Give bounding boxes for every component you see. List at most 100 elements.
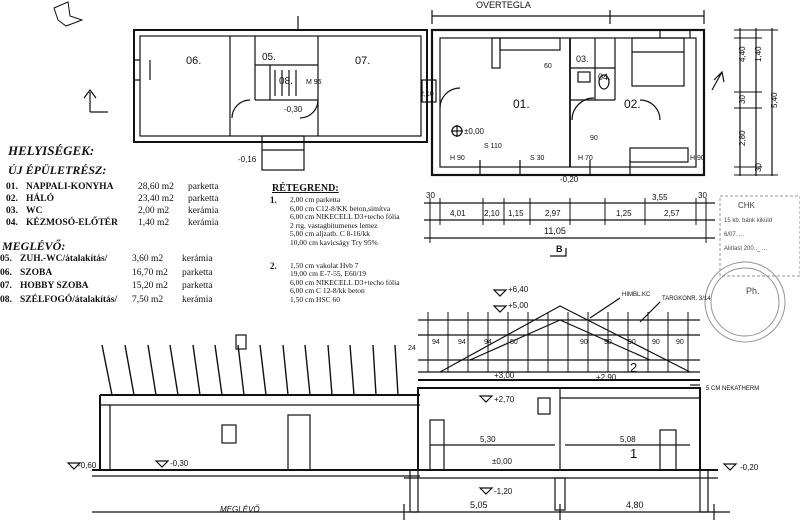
- opening-label: 60: [544, 63, 552, 70]
- room-legend-no: 01.: [6, 182, 18, 192]
- plan-top-label: OVERTEGLA: [476, 0, 531, 10]
- section-level: +2,90: [596, 373, 617, 382]
- room-legend-floor: kerámia: [182, 294, 213, 305]
- layer-line: 6,00 cm NIKECELL D3+techo fólia: [290, 277, 400, 287]
- section-dim: 4,80: [626, 500, 644, 510]
- stamp-text: 15 kb. bánk kiküld: [724, 218, 772, 224]
- floor-plan: [83, 10, 778, 257]
- room-legend-no: 04.: [6, 218, 18, 228]
- dim-right: 2,80: [738, 130, 747, 146]
- rafter-label: 94: [458, 339, 466, 346]
- level-mark: -0,20: [560, 175, 579, 184]
- section-level: -1,20: [494, 487, 513, 496]
- layer-group-number: 2.: [270, 260, 277, 271]
- room-label-04: 04.: [598, 72, 611, 82]
- corner-logo: [53, 1, 84, 27]
- room-legend-floor: parketta: [182, 281, 213, 291]
- opening-label: 2,10: [420, 91, 434, 98]
- room-legend-area: 23,40 m2: [138, 194, 174, 204]
- level-mark: ±0,00: [464, 127, 485, 136]
- layer-line: 1,50 cm vakolat Hvb 7: [290, 260, 359, 270]
- room-legend-area: 1,40 m2: [138, 218, 170, 228]
- dim-right: 1,40: [754, 46, 763, 62]
- legend-new-heading: ÚJ ÉPÜLETRÉSZ:: [8, 163, 107, 177]
- zone-number: 1: [630, 446, 637, 461]
- rafter-label: 50: [510, 339, 518, 346]
- layer-line: 1,50 cm HSC 60: [290, 295, 341, 304]
- section-dim: 5,05: [470, 500, 488, 510]
- room-legend-name: HÁLÓ: [26, 194, 54, 204]
- dim-right: 30: [754, 163, 763, 172]
- section-note: 5 CM NEKATHERM: [706, 386, 759, 392]
- dim-bottom: 30: [698, 191, 707, 200]
- section-level: ±0,00: [492, 457, 513, 466]
- room-legend-area: 28,60 m2: [138, 182, 174, 192]
- room-legend-name: WC: [26, 206, 43, 216]
- opening-label: H 90: [690, 155, 705, 162]
- layer-line: 6,00 cm C12-8/KK beton,simítva: [290, 203, 391, 213]
- opening-label: S 30: [530, 155, 545, 162]
- layer-line: 19,00 cm E-7-55, E60/19: [290, 269, 367, 279]
- dim-total: 11,05: [544, 226, 566, 236]
- room-legend-no: 03.: [6, 206, 18, 216]
- dim-right: 4,40: [738, 46, 747, 62]
- dim-bottom: 2,57: [664, 209, 680, 218]
- dim-bottom: 1,25: [616, 209, 632, 218]
- dim-bottom: 3,55: [652, 193, 668, 202]
- dim-bottom: 30: [426, 191, 435, 200]
- rafter-label: 90: [628, 339, 636, 346]
- section-view: [66, 289, 738, 520]
- rafter-label: 90: [604, 339, 612, 346]
- dim-bottom: 2,97: [545, 209, 561, 218]
- room-legend-name: ZUH.-WC/átalakítás/: [20, 254, 108, 264]
- legend-title: HELYISÉGEK:: [8, 143, 95, 158]
- opening-label: M 95: [306, 79, 322, 86]
- legend-existing-heading: MEGLÉVŐ:: [2, 239, 66, 253]
- stamp-text: Alirlast 200.._ ...: [724, 246, 767, 252]
- rafter-label: 94: [432, 339, 440, 346]
- room-legend-name: HOBBY SZOBA: [20, 281, 89, 291]
- room-legend-name: SZÉLFOGÓ/átalakítás/: [20, 294, 118, 305]
- room-legend-floor: parketta: [188, 194, 219, 204]
- layer-line: 2,00 cm parketta: [290, 195, 341, 204]
- room-legend-area: 16,70 m2: [132, 267, 168, 278]
- room-legend-floor: kerámia: [188, 206, 219, 216]
- opening-label: H 70: [578, 155, 593, 162]
- room-legend-no: 02.: [6, 194, 18, 204]
- room-legend-area: 15,20 m2: [132, 281, 168, 291]
- room-legend-floor: kerámia: [188, 218, 219, 228]
- section-level: -0,20: [740, 463, 759, 472]
- room-label-03: 03.: [576, 54, 589, 64]
- rafter-label: 94: [484, 339, 492, 346]
- stamp-text: CHK: [738, 201, 756, 210]
- section-marker: B: [556, 244, 563, 254]
- official-stamp: [704, 195, 800, 343]
- opening-label: S 110: [484, 143, 502, 150]
- opening-label: 90: [590, 135, 598, 142]
- room-legend-name: NAPPALI-KONYHA: [26, 182, 114, 192]
- dim-bottom: 4,01: [450, 209, 466, 218]
- layer-line: 6,00 cm C 12-8/kk beton: [290, 286, 365, 296]
- opening-label: H 90: [450, 155, 465, 162]
- dim-bottom: 1,15: [508, 209, 524, 218]
- room-legend-area: 3,60 m2: [132, 254, 164, 264]
- room-label-05: 05.: [262, 52, 276, 63]
- room-label-02: 02.: [624, 97, 641, 111]
- layer-line: 10,00 cm kavicságy Try 95%: [290, 238, 378, 247]
- layers-title: RÉTEGREND:: [272, 183, 339, 194]
- section-level: -0,30: [170, 459, 189, 468]
- layer-line: 5,00 cm aljzatb. C 8-16/kk: [290, 229, 370, 239]
- room-legend-floor: parketta: [188, 182, 219, 192]
- section-level: +3,00: [494, 371, 515, 380]
- section-level: +6,40: [508, 285, 529, 294]
- room-label-01: 01.: [513, 97, 530, 111]
- room-legend-name: SZOBA: [20, 267, 53, 278]
- dim-right: 5,40: [770, 92, 779, 108]
- room-legend-name: KÉZMOSÓ-ELŐTÉR: [26, 218, 118, 228]
- room-legend-no: 08.: [0, 294, 12, 305]
- section-level: +2,70: [494, 395, 515, 404]
- level-mark: -0,30: [284, 105, 303, 114]
- level-mark: -0,16: [238, 155, 257, 164]
- section-note: MEGLÉVŐ: [220, 505, 260, 514]
